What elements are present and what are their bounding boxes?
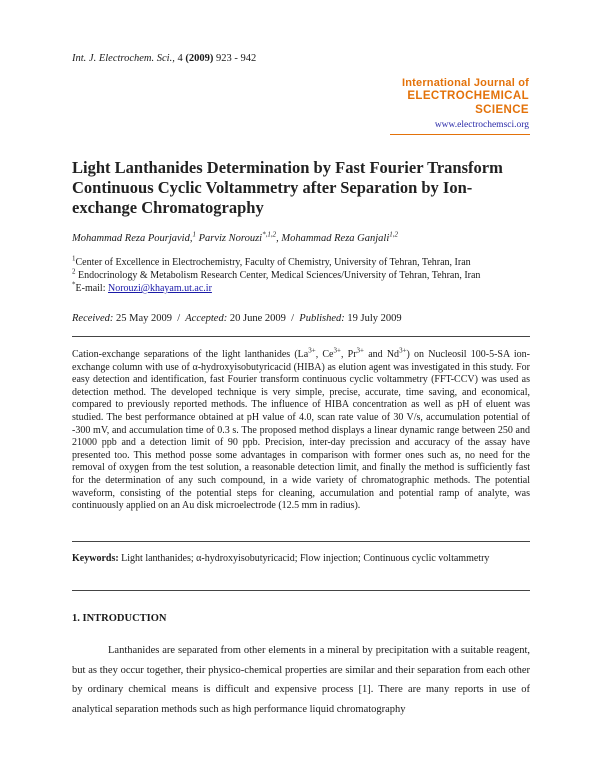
author-name: Mohammad Reza Pourjavid, [72,233,193,244]
paper-title: Light Lanthanides Determination by Fast … [72,158,503,217]
published-date: 19 July 2009 [347,313,402,324]
journal-url-link[interactable]: www.electrochemsci.org [434,120,529,130]
author-list: Mohammad Reza Pourjavid,1 Parviz Norouzi… [72,230,398,244]
keywords-text: Light lanthanides; α-hydroxyisobutyricac… [121,553,490,564]
affiliation-item: 2 Endocrinology & Metabolism Research Ce… [72,267,481,281]
author-name: Mohammad Reza Ganjali [281,233,390,244]
received-date: 25 May 2009 [116,313,173,324]
affiliation-item: 1Center of Excellence in Electrochemistr… [72,254,471,268]
publication-dates: Received: 25 May 2009 / Accepted: 20 Jun… [72,313,402,324]
author-sup: 1 [192,230,196,239]
journal-citation: Int. J. Electrochem. Sci., 4 (2009) 923 … [72,53,256,64]
author-sup: *,1,2 [262,230,277,239]
email-link[interactable]: Norouzi@khayam.ut.ac.ir [108,283,212,294]
accepted-date: 20 June 2009 [229,313,286,324]
journal-name: Int. J. Electrochem. Sci., [72,53,175,64]
logo-line-1: International Journal of [401,77,529,89]
abstract-text: Cation-exchange separations of the light… [72,346,530,512]
logo-divider [390,134,530,135]
logo-line-3: SCIENCE [475,104,529,116]
keywords-label: Keywords: [72,553,119,564]
journal-logo: International Journal of ELECTROCHEMICAL… [402,77,529,130]
logo-line-2: ELECTROCHEMICAL [407,90,529,102]
affiliations: 1Center of Excellence in Electrochemistr… [72,254,481,295]
abstract-top-rule [72,336,530,337]
journal-volume: 4 [177,53,183,64]
journal-pages: 923 - 942 [215,53,257,64]
keywords: Keywords: Light lanthanides; α-hydroxyis… [72,552,530,565]
keywords-bottom-rule [72,590,530,591]
author-name: Parviz Norouzi [198,233,263,244]
email-line: *E-mail: Norouzi@khayam.ut.ac.ir [72,280,212,294]
introduction-paragraph: Lanthanides are separated from other ele… [72,645,530,715]
abstract-bottom-rule [72,541,530,542]
journal-year: (2009) [185,53,214,64]
section-heading: 1. INTRODUCTION [72,613,167,624]
author-sup: 1,2 [389,230,398,239]
